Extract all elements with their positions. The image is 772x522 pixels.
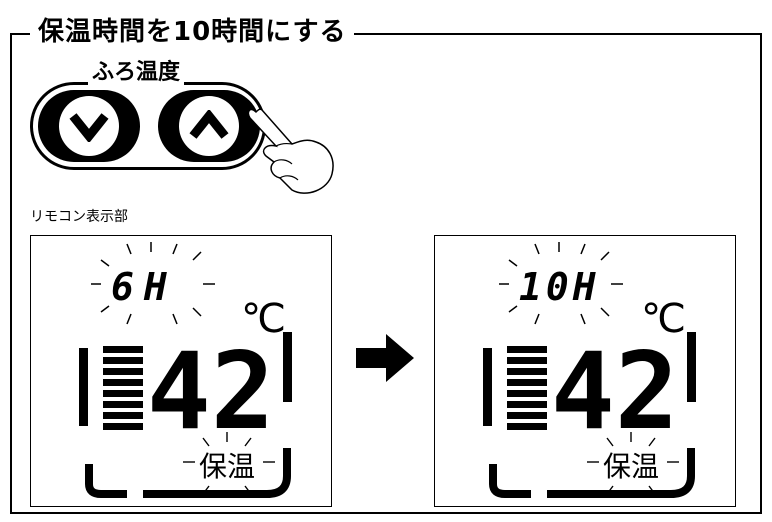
hours-readout: 10H: [519, 265, 600, 309]
button-group-label: ふろ温度: [88, 54, 185, 86]
mode-sparkle-icon: [587, 432, 679, 495]
remote-display-label: リモコン表示部: [30, 209, 128, 225]
mode-sparkle-icon: [183, 432, 275, 495]
level-bracket-left: [483, 348, 492, 426]
mode-label: 保温: [199, 450, 255, 483]
display-corner-left: [489, 464, 531, 498]
mode-label: 保温: [603, 450, 659, 483]
level-meter: [507, 346, 547, 430]
temp-up-button[interactable]: [158, 90, 260, 162]
celsius-unit: ℃: [641, 296, 686, 342]
remote-display-before: 6H ℃ 42 保温: [30, 235, 332, 507]
level-meter: [103, 346, 143, 430]
temperature-readout: 42: [147, 330, 275, 453]
level-bracket-right: [283, 332, 292, 402]
hours-readout: 6H: [111, 265, 177, 309]
display-corner-right: [143, 448, 291, 498]
remote-display-after: 10H ℃ 42 保温: [434, 235, 736, 507]
celsius-unit: ℃: [241, 296, 286, 342]
sparkle-icon: [91, 242, 215, 325]
display-corner-left: [85, 464, 127, 498]
sparkle-icon: [499, 242, 623, 325]
chevron-down-icon: [69, 113, 109, 142]
display-corner-right: [547, 448, 695, 498]
temp-down-button[interactable]: [38, 90, 140, 162]
pointing-hand-icon: [247, 108, 334, 194]
arrow-right-icon: [356, 334, 414, 382]
level-bracket-right: [687, 332, 696, 402]
instruction-frame: [10, 33, 762, 514]
temperature-readout: 42: [551, 330, 679, 453]
page-title: 保温時間を10時間にする: [9, 12, 355, 52]
level-bracket-left: [79, 348, 88, 426]
chevron-up-icon: [189, 110, 229, 139]
